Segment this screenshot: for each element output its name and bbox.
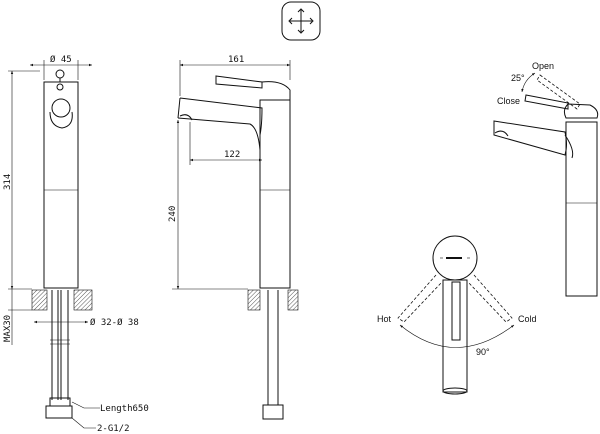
lever-operation-view: [493, 72, 599, 297]
temperature-control-view: [397, 235, 515, 395]
cold-label: Cold: [518, 314, 537, 324]
single-lever-cross-icon: [281, 1, 321, 41]
dim-diameter-45: Ø 45: [50, 54, 72, 65]
dim-spout-reach-122: 122: [224, 150, 240, 160]
lever-open-label: Open: [532, 61, 554, 71]
dim-height-314: 314: [3, 174, 13, 190]
dim-spout-height-240: 240: [168, 206, 178, 222]
lever-angle-25: 25°: [511, 73, 525, 83]
lever-close-label: Close: [497, 96, 520, 106]
mix-angle-90: 90°: [476, 347, 490, 357]
hot-label: Hot: [377, 314, 392, 324]
connection-label: 2-G1/2: [97, 424, 130, 434]
dim-hole-diameter: Ø 32-Ø 38: [90, 317, 139, 328]
side-view: [172, 60, 299, 420]
hose-length-label: Length650: [100, 404, 149, 414]
front-view: [8, 60, 100, 429]
dim-max-30: MAX30: [3, 315, 13, 342]
dim-reach-161: 161: [228, 55, 244, 65]
